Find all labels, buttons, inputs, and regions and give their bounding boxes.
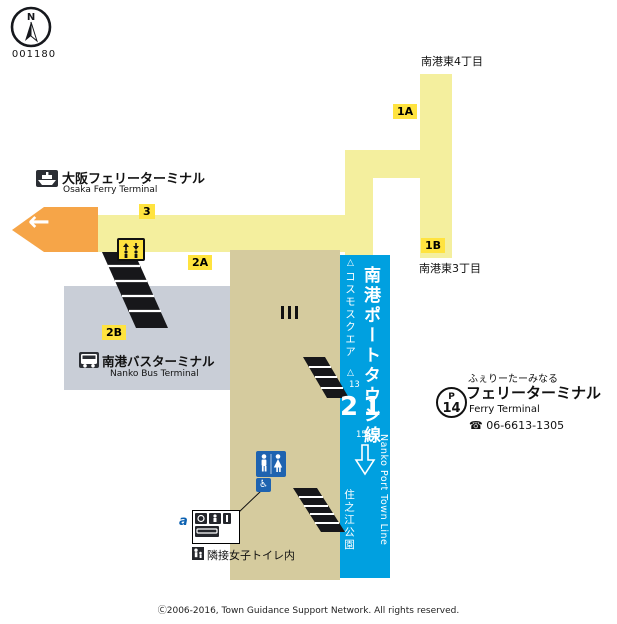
exit-badge-3: 3 xyxy=(139,204,155,219)
direction-up-triangle-icon: △ xyxy=(347,258,354,268)
line-name-en: Nanko Port Town Line xyxy=(378,434,389,546)
map-code: 001180 xyxy=(11,49,57,60)
exit-badge-1a: 1A xyxy=(393,104,418,119)
direction-label-suminoekoen: 住之江公園 xyxy=(343,489,355,552)
passage-northeast xyxy=(420,74,452,258)
ticket-gates xyxy=(281,306,298,319)
car-marker-top-triangle-icon: △ xyxy=(347,368,354,378)
exit-badge-1b: 1B xyxy=(421,238,446,253)
ostomate-icon xyxy=(195,513,207,524)
track-number-1: 1 xyxy=(363,392,382,422)
ferry-icon xyxy=(36,170,58,187)
bus-terminal-label-en: Nanko Bus Terminal xyxy=(110,369,199,379)
amenity-legend-box xyxy=(192,510,240,544)
bus-terminal-label-jp: 南港バスターミナル xyxy=(102,354,215,369)
platform-area xyxy=(340,255,390,578)
copyright: Ⓒ2006-2016, Town Guidance Support Networ… xyxy=(157,606,460,616)
station-number-value: 14 xyxy=(442,401,461,416)
station-number-badge: P 14 xyxy=(436,387,467,418)
ferry-terminal-label-jp: 大阪フェリーターミナル xyxy=(62,172,206,187)
car-marker-top-label: 13 xyxy=(349,380,360,390)
station-name-en: Ferry Terminal xyxy=(469,404,540,415)
direction-label-cosmosquare: コスモスクエア xyxy=(344,271,356,359)
line-name-jp: 南港ポートタウン線 xyxy=(360,266,380,446)
station-name-kana: ふぇりーたーみなる xyxy=(468,374,558,385)
street-label-nankohigashi3: 南港東3丁目 xyxy=(419,262,481,275)
direction-down-arrow-icon xyxy=(354,444,376,476)
accessible-toilet-icon: ♿ xyxy=(256,478,271,492)
car-marker-bottom-label: 15 xyxy=(356,430,367,440)
elevator-icon xyxy=(117,238,145,261)
baby-care-icon xyxy=(192,547,204,560)
concourse-main-corridor xyxy=(58,215,373,252)
toilet-icon xyxy=(256,451,286,477)
ferry-terminal-label-en: Osaka Ferry Terminal xyxy=(63,185,158,195)
station-phone: ☎ 06-6613-1305 xyxy=(469,419,565,432)
car-marker-bottom-triangle-icon: △ xyxy=(369,429,376,439)
bus-icon xyxy=(79,352,99,368)
stairs-to-platform-south xyxy=(293,488,345,532)
exit-badge-2b: 2B xyxy=(102,325,127,340)
diaper-change-icon xyxy=(223,513,231,524)
west-arrow-icon: ← xyxy=(28,207,50,237)
concourse-connector xyxy=(345,150,373,255)
legend-marker-a: a xyxy=(179,514,188,529)
compass-icon: N xyxy=(10,6,52,48)
exit-badge-2a: 2A xyxy=(188,255,213,270)
exit-direction-arrow-shape xyxy=(12,207,98,252)
changing-bed-icon xyxy=(195,526,219,537)
amenity-note: 隣接女子トイレ内 xyxy=(207,549,295,562)
station-name-jp: フェリーターミナル xyxy=(466,384,602,402)
baby-chair-icon xyxy=(209,513,221,524)
stairs-to-platform-north xyxy=(303,357,349,398)
street-label-nankohigashi4: 南港東4丁目 xyxy=(421,55,483,68)
toilet-callout-line xyxy=(238,490,262,513)
compass-n-label: N xyxy=(27,12,35,23)
station-number-letter: P xyxy=(448,392,455,402)
track-number-2: 2 xyxy=(340,392,359,422)
stairs-to-bus-terminal xyxy=(102,252,168,328)
